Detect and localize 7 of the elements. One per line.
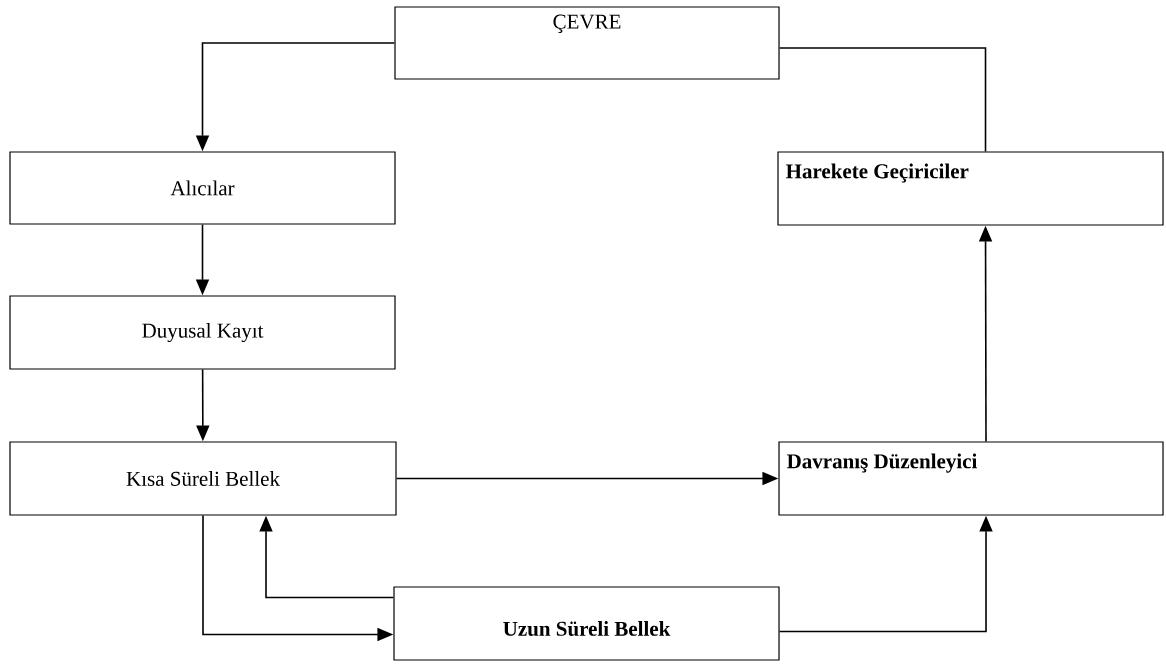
process-box: ÇEVRE <box>394 6 780 80</box>
process-box: Alıcılar <box>9 151 396 225</box>
process-box: Duyusal Kayıt <box>9 295 396 370</box>
process-box: Harekete Geçiriciler <box>777 151 1164 226</box>
process-box: Kısa Süreli Bellek <box>9 441 397 516</box>
process-box: Davranış Düzenleyici <box>778 441 1164 516</box>
process-box: Uzun Süreli Bellek <box>393 586 780 661</box>
